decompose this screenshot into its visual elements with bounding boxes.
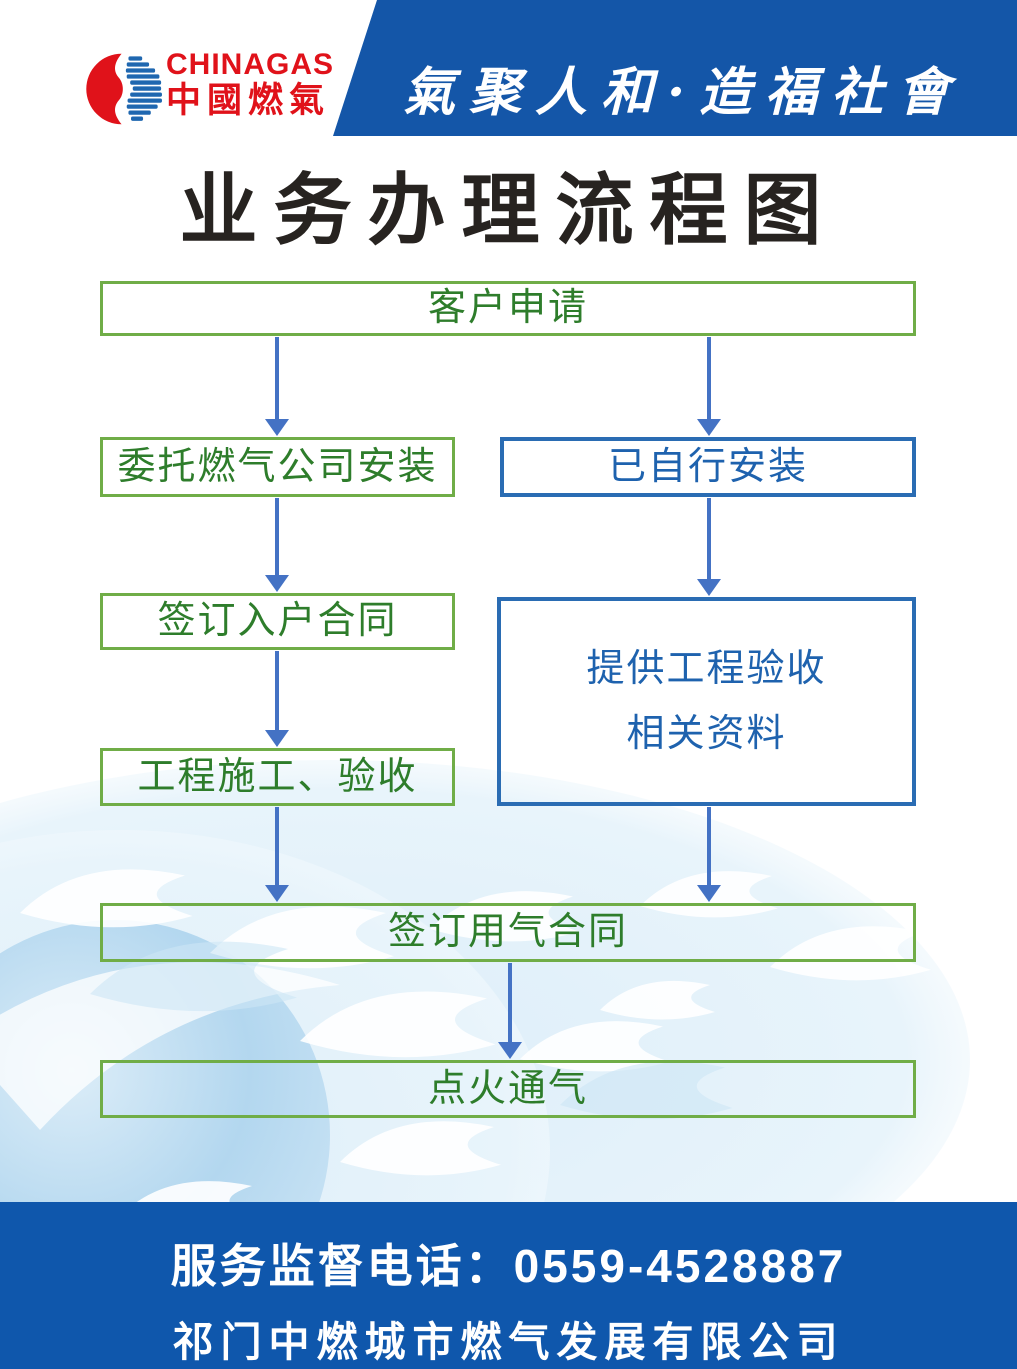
flow-node-label: 工程施工、验收 bbox=[137, 755, 418, 798]
flow-node-label: 提供工程验收 相关资料 bbox=[586, 647, 827, 755]
flow-node-self-installed: 已自行安装 bbox=[500, 437, 916, 497]
brand-name-chinese: 中國燃氣 bbox=[166, 81, 331, 120]
arrow-materials-to-gas-contract bbox=[697, 807, 721, 902]
flow-node-customer-apply: 客户申请 bbox=[100, 281, 916, 336]
flow-node-label: 客户申请 bbox=[427, 287, 588, 330]
flow-node-construction-acceptance: 工程施工、验收 bbox=[100, 748, 455, 806]
slogan-banner: 氣聚人和·造福社會 bbox=[333, 0, 1017, 136]
flow-node-acceptance-materials: 提供工程验收 相关资料 bbox=[497, 597, 916, 806]
flow-node-entry-contract: 签订入户合同 bbox=[100, 593, 455, 650]
arrow-apply-to-self-installed bbox=[697, 337, 721, 436]
flow-node-label: 委托燃气公司安装 bbox=[117, 445, 438, 488]
flow-node-ignition: 点火通气 bbox=[100, 1060, 916, 1118]
arrow-self-installed-to-materials bbox=[697, 498, 721, 596]
footer-band: 服务监督电话：0559-4528887 祁门中燃城市燃气发展有限公司 bbox=[0, 1202, 1017, 1369]
slogan-text: 氣聚人和·造福社會 bbox=[402, 62, 964, 123]
arrow-gas-contract-to-ignition bbox=[498, 963, 522, 1059]
arrow-entry-contract-to-construction bbox=[265, 651, 289, 747]
arrow-apply-to-entrust bbox=[265, 337, 289, 436]
brand-text-block: CHINAGAS 中國燃氣 bbox=[166, 48, 346, 121]
page-title: 业务办理流程图 bbox=[179, 166, 838, 254]
flow-node-label: 签订入户合同 bbox=[157, 600, 398, 643]
flow-node-entrust-install: 委托燃气公司安装 bbox=[100, 437, 455, 497]
company-name: 祁门中燃城市燃气发展有限公司 bbox=[172, 1319, 845, 1365]
flow-node-label: 已自行安装 bbox=[607, 445, 808, 488]
arrow-entrust-to-entry-contract bbox=[265, 498, 289, 592]
brand-name-english: CHINAGAS bbox=[166, 48, 335, 81]
flow-node-label: 签订用气合同 bbox=[387, 911, 628, 954]
flow-node-label: 点火通气 bbox=[427, 1067, 588, 1110]
chinagas-logo-icon bbox=[86, 53, 162, 125]
flow-node-gas-contract: 签订用气合同 bbox=[100, 903, 916, 962]
arrow-construction-to-gas-contract bbox=[265, 807, 289, 902]
service-hotline: 服务监督电话：0559-4528887 bbox=[170, 1240, 847, 1292]
